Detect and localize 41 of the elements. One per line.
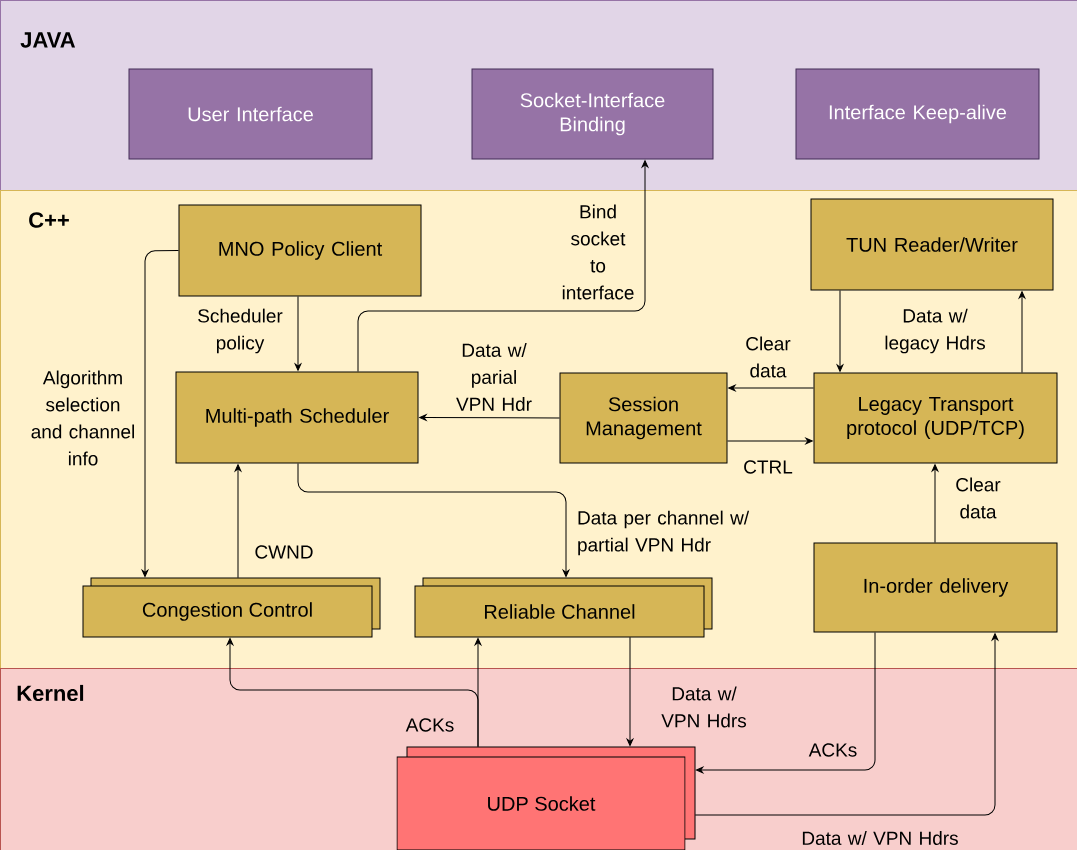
arrow bbox=[234, 464, 242, 579]
edge-label: Clear data bbox=[956, 477, 1001, 519]
arrow bbox=[626, 636, 634, 747]
component-box: Legacy Transport protocol (UDP/TCP) bbox=[813, 372, 1058, 464]
edge-label: CWND bbox=[255, 545, 313, 559]
edge-label: Data w/ parial VPN Hdr bbox=[456, 343, 532, 411]
edge-label: Scheduler policy bbox=[198, 308, 283, 354]
arrow bbox=[294, 296, 302, 371]
component-box: In-order delivery bbox=[813, 542, 1058, 633]
component-box: Session Management bbox=[559, 372, 728, 464]
arrow bbox=[695, 632, 876, 774]
arrow bbox=[474, 637, 482, 748]
arrow bbox=[727, 437, 813, 445]
arrow bbox=[694, 633, 999, 816]
edge-label: Clear data bbox=[746, 336, 791, 378]
arrow bbox=[728, 384, 814, 392]
component-box: Multi-path Scheduler bbox=[175, 371, 419, 464]
stacked-box: Congestion Control bbox=[82, 577, 381, 638]
arrow bbox=[931, 464, 939, 543]
component-box: Interface Keep-alive bbox=[795, 68, 1040, 160]
edge-label: ACKs bbox=[405, 718, 454, 732]
component-box: TUN Reader/Writer bbox=[810, 198, 1054, 291]
stacked-box: UDP Socket bbox=[396, 746, 696, 850]
edge-label: Data w/ VPN Hdrs bbox=[802, 831, 958, 845]
arrow bbox=[297, 463, 570, 578]
component-box: Socket-Interface Binding bbox=[471, 68, 714, 160]
arrow bbox=[419, 414, 560, 421]
arrow bbox=[1018, 291, 1026, 373]
edge-label: Data per channel w/ partial VPN Hdr bbox=[578, 510, 750, 556]
arrow bbox=[836, 290, 844, 372]
edge-label: Data w/ legacy Hdrs bbox=[885, 308, 985, 354]
arrow bbox=[141, 250, 179, 578]
edge-label: Algorithm selection and channel info bbox=[31, 370, 134, 466]
edge-label: ACKs bbox=[808, 743, 857, 757]
edge-label: CTRL bbox=[744, 460, 793, 474]
component-box: MNO Policy Client bbox=[178, 204, 422, 297]
arrow bbox=[357, 160, 649, 372]
edge-label: Data w/ VPN Hdrs bbox=[661, 686, 747, 728]
edge-label: Bind socket to interface bbox=[562, 204, 634, 300]
stacked-box: Reliable Channel bbox=[414, 577, 713, 638]
component-box: User Interface bbox=[128, 68, 373, 160]
